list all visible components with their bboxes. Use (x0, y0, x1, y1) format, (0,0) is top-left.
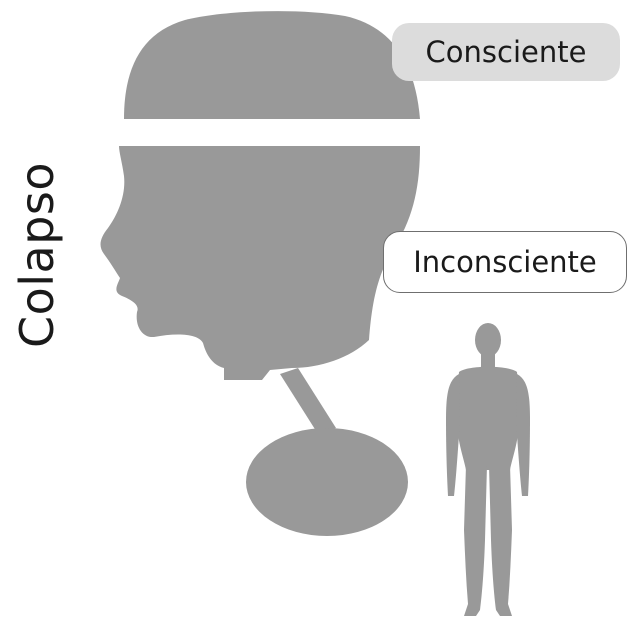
oval-shape (246, 428, 408, 536)
link-cord (280, 368, 336, 434)
unconscious-label: Inconsciente (383, 231, 627, 293)
collapse-axis-label: Colapso (10, 161, 64, 348)
head-face-profile (100, 146, 420, 380)
head-top-dome (124, 11, 420, 119)
conscious-label: Consciente (392, 23, 620, 81)
human-figure-icon (446, 323, 530, 616)
